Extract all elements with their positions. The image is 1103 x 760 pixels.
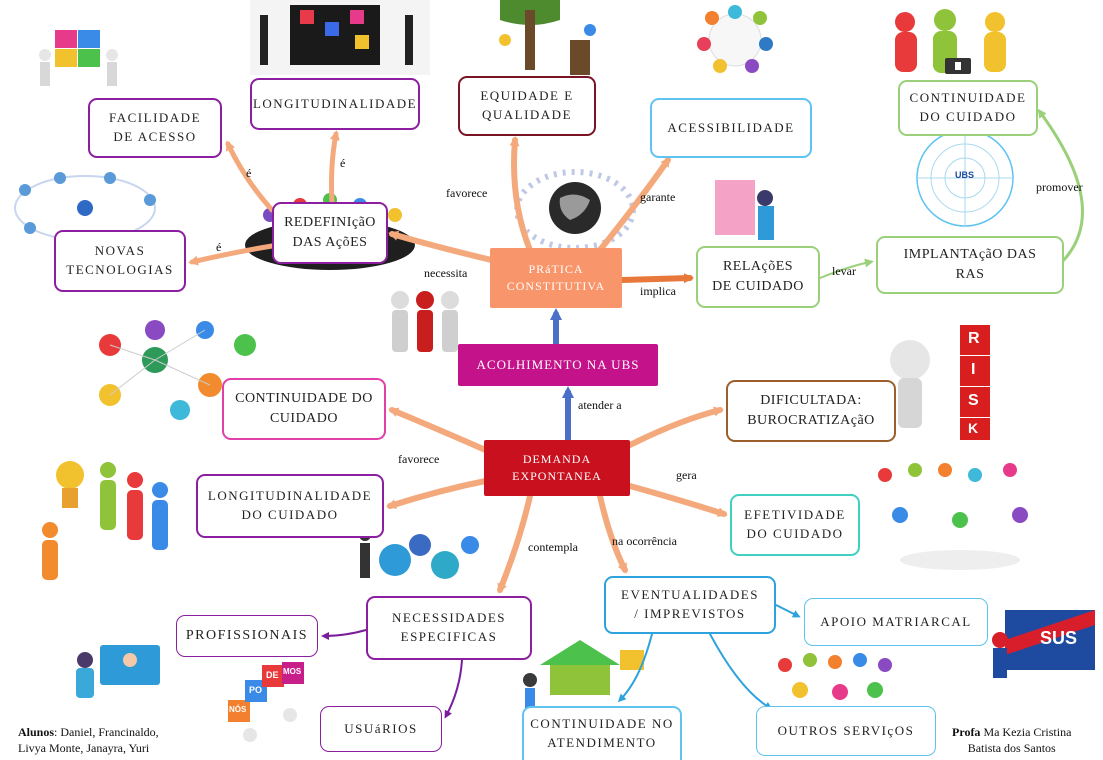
node-acessibilidade[interactable]: ACESSIBILIDADE [650, 98, 812, 158]
arrow-demanda-to-continuidade-mid [388, 407, 493, 455]
link-label-necessita: necessita [424, 266, 468, 280]
sus-logo [992, 610, 1095, 678]
handshake-illustration [391, 291, 459, 352]
business-people-illustration [250, 0, 430, 75]
node-relacoes-de-cuidado[interactable]: RELAçõES DE CUIDADO [696, 246, 820, 308]
link-label-na-ocorrencia: na ocorrência [612, 534, 677, 548]
health-icons-network-illustration [99, 320, 256, 420]
node-continuidade-no-atendimento[interactable]: CONTINUIDADE NO ATENDIMENTO [522, 706, 682, 760]
credits-profa: Profa Ma Kezia Cristina Batista dos Sant… [952, 724, 1071, 756]
people-network-illustration [878, 463, 1028, 570]
house-care-illustration [523, 640, 644, 710]
link-label-favorece-mid: favorece [398, 452, 440, 466]
arrow-redefinicao-to-facilidade [225, 140, 275, 213]
node-eventualidades-imprevistos[interactable]: EVENTUALIDADES / IMPREVISTOS [604, 576, 776, 634]
profa-name-line1: Ma Kezia Cristina [980, 725, 1072, 739]
arrow-redefinicao-to-tecnologias [188, 243, 275, 266]
link-label-garante: garante [640, 190, 676, 204]
ubs-network-text: UBS [955, 170, 975, 180]
node-longitudinalidade-top[interactable]: LONGITUDINALIDADE [250, 78, 420, 130]
arrow-demanda-to-eventualidades [597, 493, 628, 574]
arrow-necessidades-to-profissionais [321, 629, 367, 640]
arrow-demanda-to-dificultada [627, 406, 724, 448]
arrow-redefinicao-to-longitudinalidade [329, 130, 340, 205]
node-profissionais[interactable]: PROFISSIONAIS [176, 615, 318, 657]
node-implantacao-das-ras[interactable]: IMPLANTAçãO DAS RAS [876, 236, 1064, 294]
node-apoio-matriarcal[interactable]: APOIO MATRIARCAL [804, 598, 988, 646]
node-efetividade-do-cuidado[interactable]: EFETIVIDADE DO CUIDADO [730, 494, 860, 556]
arrow-pratica-to-acessibilidade [597, 156, 671, 253]
node-continuidade-do-cuidado-top[interactable]: CONTINUIDADE DO CUIDADO [898, 80, 1038, 136]
alunos-names-line1: : Daniel, Francinaldo, [54, 725, 159, 739]
link-label-atender-a: atender a [578, 398, 622, 412]
gears-team-illustration [359, 529, 479, 579]
profa-name-line2: Batista dos Santos [967, 741, 1056, 756]
node-redefinicao-das-acoes[interactable]: REDEFINIçãO DAS AçõES [272, 202, 388, 264]
risk-letter-s: S [968, 392, 979, 409]
doctor-patient-illustration [715, 180, 774, 240]
profa-label: Profa [952, 725, 981, 739]
link-label-favorece-top: favorece [446, 186, 488, 200]
node-continuidade-do-cuidado-mid[interactable]: CONTINUIDADE DO CUIDADO [222, 378, 386, 440]
alunos-names-line2: Livya Monte, Janayra, Yuri [18, 741, 150, 756]
node-facilidade-de-acesso[interactable]: FACILIDADE DE ACESSO [88, 98, 222, 158]
lightbulb-team-illustration [42, 461, 168, 580]
arrow-eventualidades-to-outros [709, 633, 773, 710]
node-acolhimento[interactable]: ACOLHIMENTO NA UBS [458, 344, 658, 386]
risk-illustration [890, 325, 990, 440]
ubs-network-illustration [916, 129, 1014, 227]
arrow-pratica-to-redefinicao [388, 230, 503, 265]
node-usuarios[interactable]: USUáRIOS [320, 706, 442, 752]
link-label-levar: levar [832, 264, 856, 278]
telemedicine-illustration [76, 645, 160, 698]
alunos-label: Alunos [18, 725, 55, 739]
link-label-gera: gera [676, 468, 697, 482]
node-pratica-constitutiva[interactable]: PRáTICA CONSTITUTIVA [490, 248, 622, 308]
accessibility-icons-illustration [697, 5, 773, 73]
user-icons-illustration [778, 653, 892, 700]
node-longitudinalidade-do-cuidado[interactable]: LONGITUDINALIDADE DO CUIDADO [196, 474, 384, 538]
puzzle-words-illustration [228, 662, 304, 742]
risk-letter-i: I [971, 361, 976, 378]
arrow-necessidades-to-usuarios [444, 659, 463, 719]
link-label-e-facilidade: é [246, 166, 252, 180]
node-dificultada-burocratizacao[interactable]: DIFICULTADA: BUROCRATIZAçãO [726, 380, 896, 442]
node-demanda-expontanea[interactable]: DEMANDA EXPONTANEA [484, 440, 630, 496]
credits-alunos: Alunos: Daniel, Francinaldo, Livya Monte… [18, 724, 159, 756]
puzzle-word-nos: NÓS [229, 705, 247, 714]
puzzle-word-po: PO [249, 685, 263, 695]
sus-logo-text: SUS [1040, 628, 1078, 648]
puzzle-word-de: DE [266, 670, 279, 680]
arrow-demanda-to-necessidades [497, 493, 533, 594]
family-care-illustration [895, 9, 1006, 74]
node-novas-tecnologias[interactable]: NOVAS TECNOLOGIAS [54, 230, 186, 292]
link-label-e-tecnologias: é [216, 240, 222, 254]
puzzle-word-mos: MOS [283, 667, 302, 676]
arrow-implantacao-to-continuidade [1037, 108, 1084, 264]
link-label-contempla: contempla [528, 540, 578, 554]
node-equidade-qualidade[interactable]: EQUIDADE E QUALIDADE [458, 76, 596, 136]
node-outros-servicos[interactable]: OUTROS SERVIçOS [756, 706, 936, 756]
risk-letter-k: K [968, 420, 979, 436]
arrow-demanda-to-longitudinalidade [386, 477, 493, 509]
puzzle-people-illustration [39, 30, 118, 86]
arrow-eventualidades-to-apoio [775, 604, 801, 618]
link-label-promover: promover [1036, 180, 1083, 194]
arrow-pratica-to-relacoes [619, 273, 694, 284]
equity-tree-illustration [499, 0, 596, 75]
node-necessidades-especificas[interactable]: NECESSIDADES ESPECIFICAS [366, 596, 532, 660]
arrow-relacoes-to-implantacao [819, 258, 874, 279]
arrow-pratica-to-equidade [509, 136, 533, 253]
link-label-implica: implica [640, 284, 676, 298]
arrow-demanda-to-efetividade [627, 483, 728, 517]
arrow-eventualidades-to-continuidade-atend [617, 633, 653, 703]
risk-letter-r: R [968, 330, 980, 347]
link-label-e-longitudinalidade: é [340, 156, 346, 170]
